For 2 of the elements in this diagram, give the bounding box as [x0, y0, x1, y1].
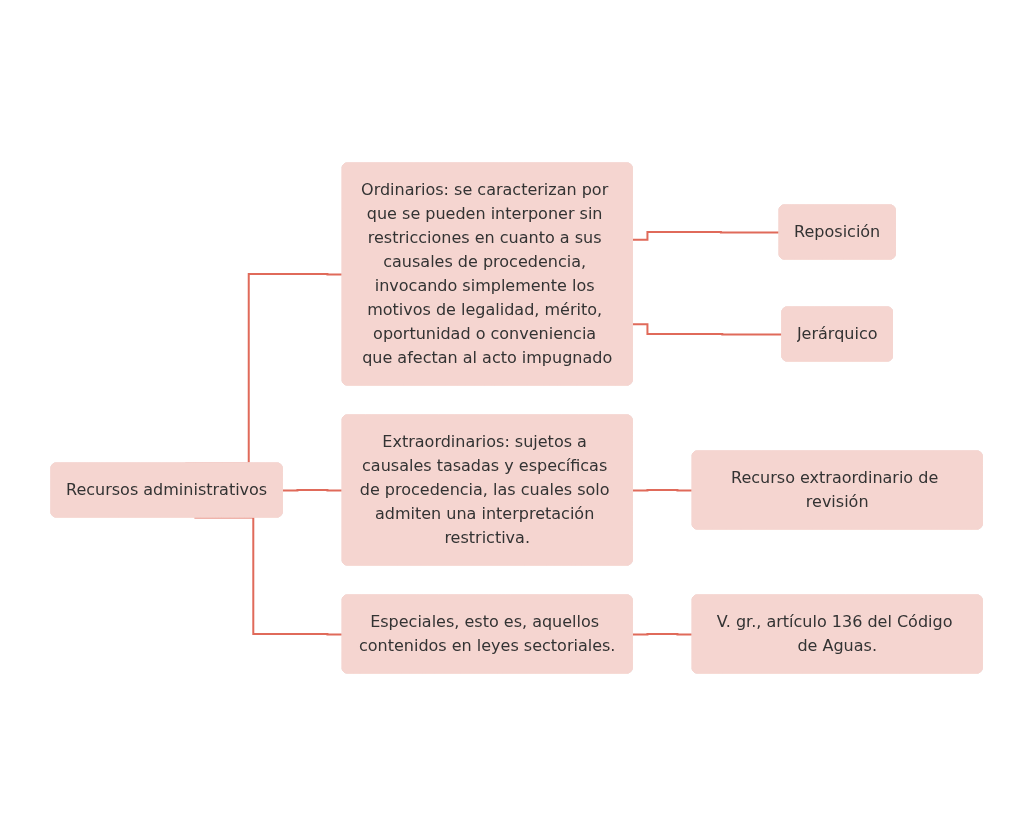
connector: [632, 322, 784, 335]
connector: [632, 230, 781, 241]
